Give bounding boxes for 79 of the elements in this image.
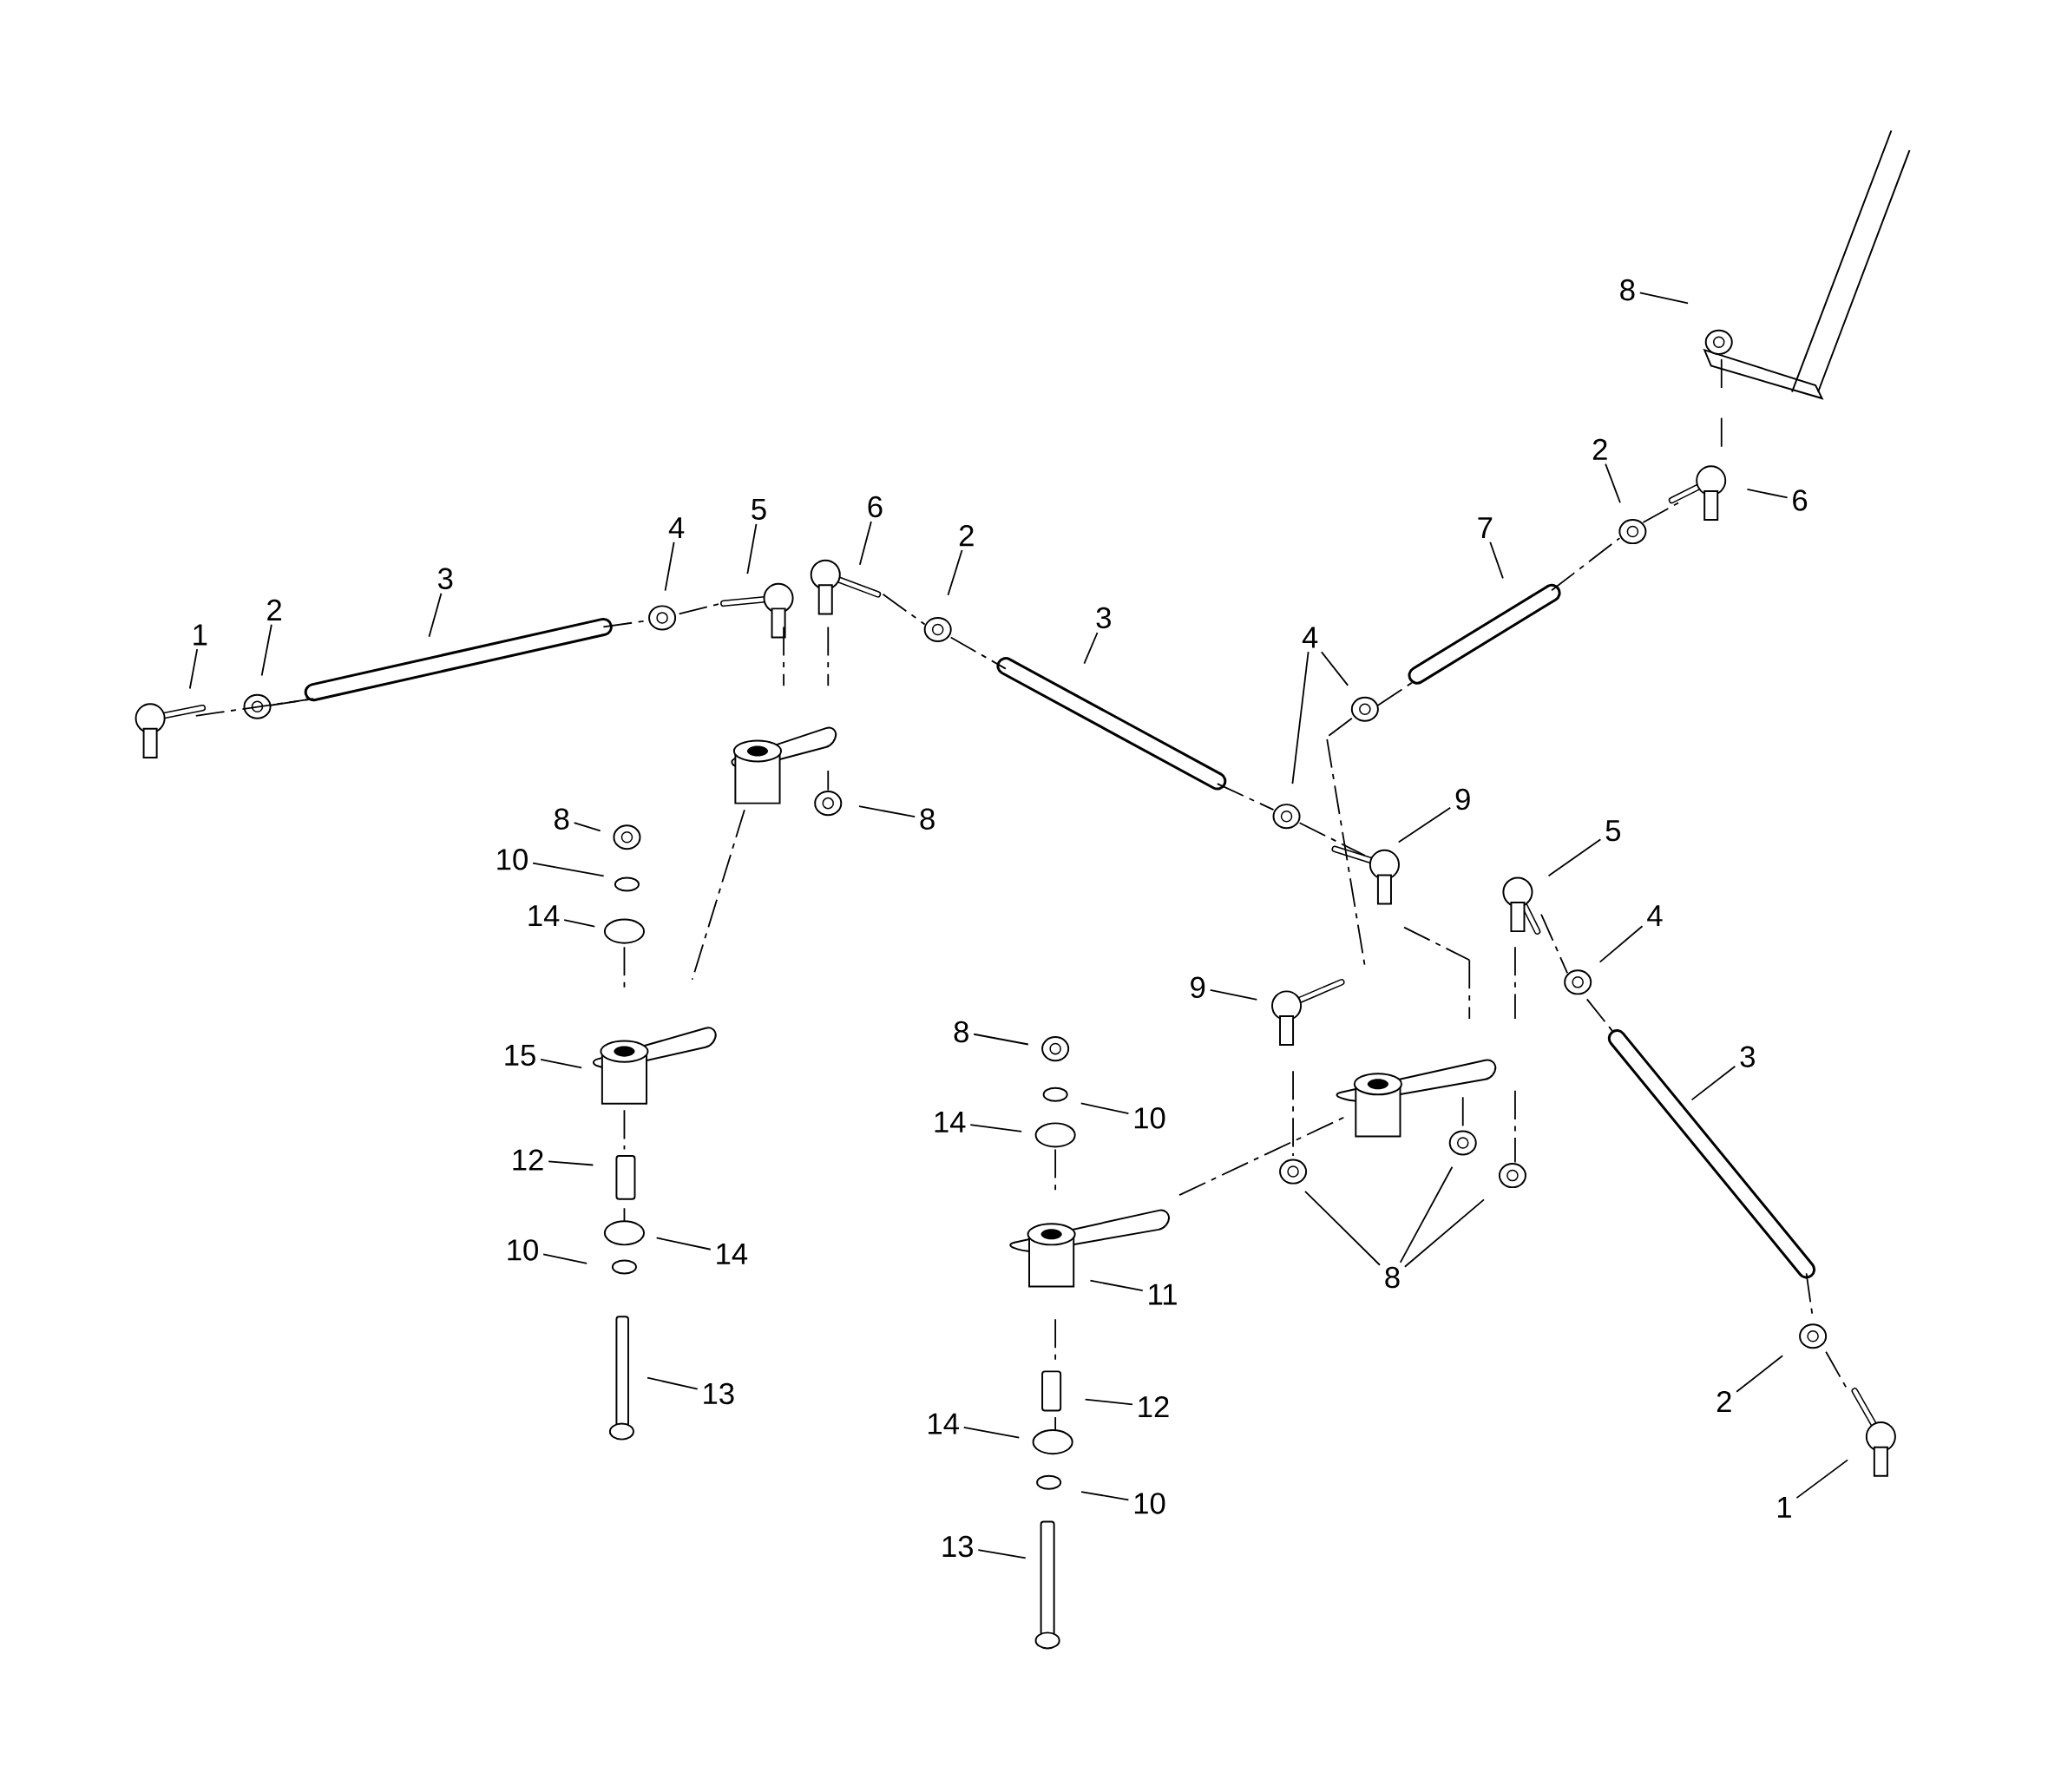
leader-line bbox=[548, 1160, 594, 1166]
callout-number: 3 bbox=[437, 568, 453, 589]
callout-number: 14 bbox=[528, 905, 560, 926]
leader-line bbox=[969, 1124, 1023, 1132]
leader-line bbox=[260, 623, 272, 677]
callout-number: 14 bbox=[935, 1112, 966, 1132]
callout-number: 5 bbox=[1605, 820, 1620, 842]
callout-number: 1 bbox=[194, 624, 207, 646]
leader-line bbox=[1397, 806, 1452, 843]
callout-number: 2 bbox=[1592, 438, 1607, 460]
callout-number: 15 bbox=[505, 1045, 535, 1067]
leader-line bbox=[573, 822, 601, 832]
callout-number: 11 bbox=[1149, 1283, 1177, 1305]
callout-number: 9 bbox=[1455, 788, 1470, 811]
leader-line bbox=[1399, 1165, 1454, 1264]
callout-number: 8 bbox=[1620, 279, 1635, 301]
leader-line bbox=[1404, 1198, 1485, 1268]
callout-number: 8 bbox=[954, 1021, 968, 1043]
leader-line bbox=[1083, 632, 1099, 665]
leader-line bbox=[1547, 838, 1602, 877]
leader-line bbox=[858, 521, 872, 566]
leader-line bbox=[647, 1376, 699, 1390]
leader-line bbox=[1795, 1459, 1848, 1500]
leader-line bbox=[540, 1059, 583, 1069]
leader-line bbox=[947, 549, 963, 596]
leader-line bbox=[1690, 1065, 1736, 1101]
callout-number: 13 bbox=[942, 1535, 973, 1558]
leader-line bbox=[428, 592, 443, 638]
leader-line bbox=[1304, 1190, 1381, 1266]
callout-number: 13 bbox=[704, 1382, 734, 1405]
callout-number: 6 bbox=[868, 496, 883, 518]
leader-line bbox=[1598, 925, 1644, 963]
leader-line bbox=[1736, 1355, 1784, 1393]
leader-line bbox=[655, 1237, 712, 1250]
callout-number: 6 bbox=[1793, 489, 1808, 511]
leader-line bbox=[973, 1033, 1029, 1046]
leader-line bbox=[1638, 292, 1689, 305]
leader-line bbox=[1291, 651, 1310, 785]
callout-number: 12 bbox=[1139, 1395, 1169, 1418]
callout-number: 14 bbox=[717, 1244, 748, 1264]
leader-line bbox=[664, 541, 675, 592]
callout-number: 4 bbox=[1647, 905, 1663, 926]
callout-number: 8 bbox=[1385, 1266, 1400, 1289]
leader-line bbox=[1080, 1491, 1130, 1501]
callout-number: 3 bbox=[1740, 1046, 1755, 1067]
callout-number: 14 bbox=[929, 1413, 959, 1434]
leader-line bbox=[542, 1253, 588, 1264]
callout-number: 3 bbox=[1096, 607, 1111, 629]
leader-line bbox=[1489, 541, 1504, 580]
leader-line bbox=[563, 919, 596, 928]
callout-number: 2 bbox=[267, 599, 281, 620]
leader-line bbox=[532, 862, 605, 877]
leader-line bbox=[1320, 651, 1349, 686]
callout-number: 1 bbox=[1778, 1497, 1791, 1518]
leader-line bbox=[1089, 1279, 1144, 1292]
callout-number: 10 bbox=[1134, 1107, 1165, 1129]
callout-number: 8 bbox=[555, 808, 569, 830]
callout-number: 12 bbox=[513, 1149, 543, 1171]
callout-number: 10 bbox=[508, 1239, 538, 1261]
leader-line bbox=[188, 648, 199, 690]
leader-line bbox=[1209, 988, 1258, 1001]
leader-line bbox=[1084, 1398, 1133, 1406]
leader-line bbox=[858, 805, 916, 817]
callout-number: 8 bbox=[920, 808, 935, 830]
leader-line bbox=[746, 522, 758, 574]
callout-number: 4 bbox=[1302, 627, 1318, 648]
callout-number: 2 bbox=[959, 525, 974, 547]
callout-number: 10 bbox=[1134, 1493, 1165, 1514]
leader-line bbox=[1746, 488, 1789, 499]
callout-number: 2 bbox=[1717, 1390, 1731, 1413]
callout-number: 7 bbox=[1478, 517, 1493, 538]
leader-line bbox=[1080, 1102, 1130, 1115]
callout-number: 4 bbox=[668, 517, 685, 538]
callout-number: 5 bbox=[752, 498, 766, 521]
callout-number: 10 bbox=[497, 849, 528, 870]
leader-line bbox=[977, 1549, 1027, 1559]
leader-line bbox=[962, 1427, 1021, 1439]
callout-number: 9 bbox=[1191, 976, 1205, 999]
leader-line bbox=[1605, 463, 1621, 504]
